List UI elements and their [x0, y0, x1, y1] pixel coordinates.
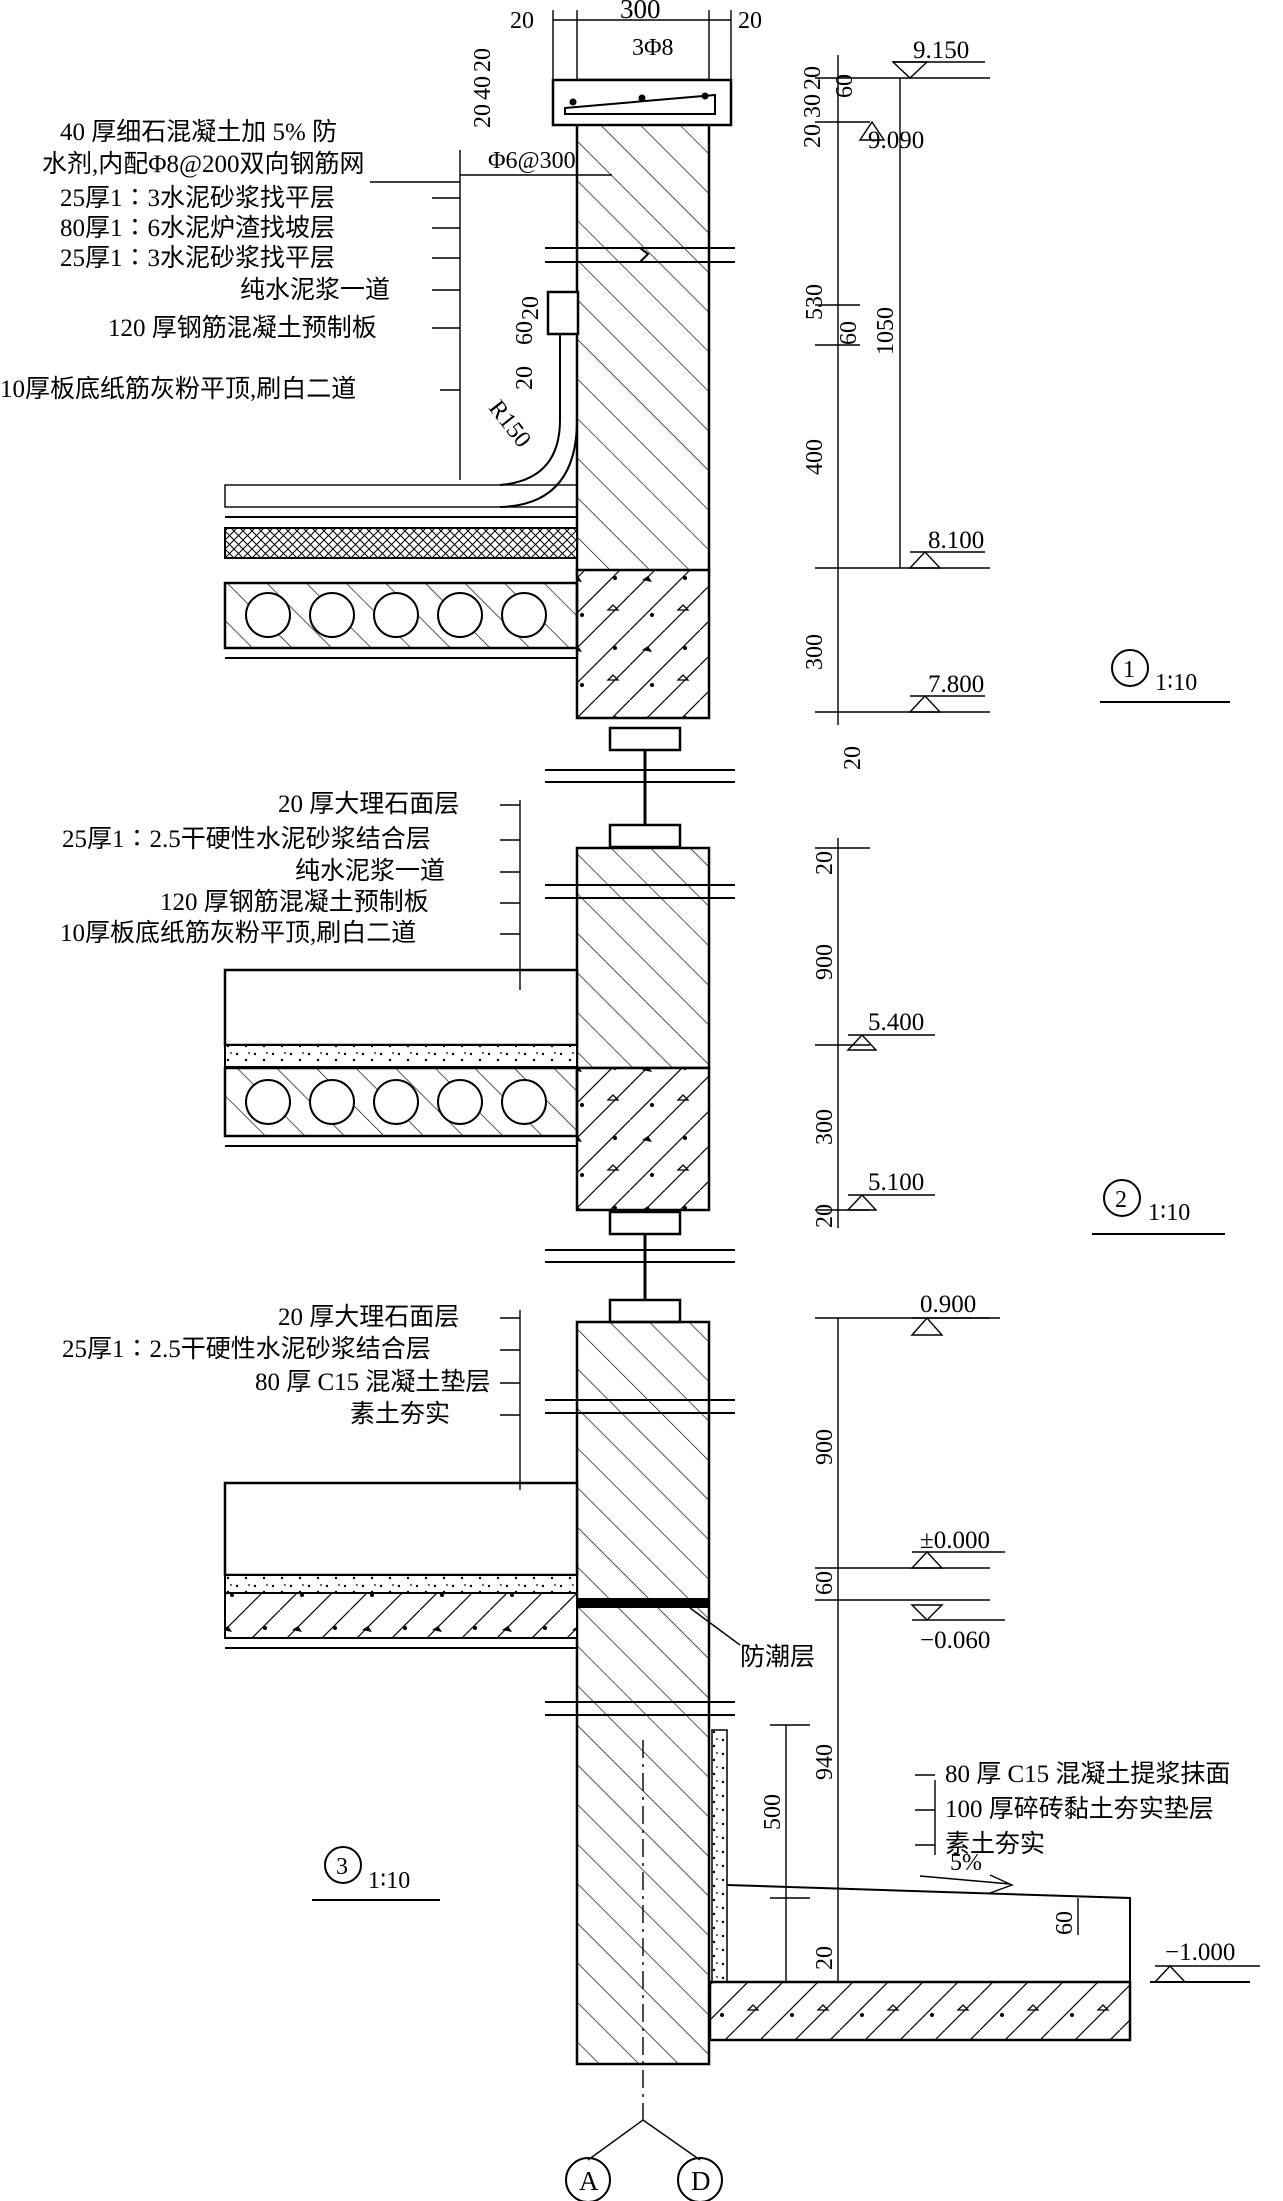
- radius-label: R150: [483, 396, 536, 453]
- dim-2-300: 300: [812, 1109, 838, 1145]
- detail-3-scale: 1∶10: [368, 1868, 410, 1894]
- callout-1-4: 80厚1∶6水泥炉渣找坡层: [60, 214, 335, 242]
- dim-1-total: 1050: [873, 307, 899, 355]
- callout-3-2: 25厚1∶2.5干硬性水泥砂浆结合层: [62, 1335, 431, 1363]
- detail-2-dimensions: 20 900 300 20 5.400 5.100 2 1∶10: [812, 838, 1225, 1235]
- callout-2-1: 20 厚大理石面层: [278, 790, 459, 818]
- dpc-label: 防潮层: [740, 1643, 815, 1671]
- dim-2-900: 900: [812, 944, 838, 980]
- apron-base: [708, 1980, 1132, 2042]
- apron-label-3: 素土夯实: [945, 1830, 1045, 1858]
- dim-1-60: 60: [836, 321, 862, 345]
- dim-1-300: 300: [802, 634, 828, 670]
- apron-dim-500: 500: [760, 1794, 786, 1830]
- elev-minus-0060: −0.060: [920, 1627, 990, 1654]
- detail-1-number: 1: [1123, 657, 1135, 683]
- axis-label-d: D: [691, 2166, 711, 2196]
- gutter-dim-3: 20: [512, 366, 538, 390]
- callout-1-8: 10厚板底纸筋灰粉平顶,刷白二道: [0, 375, 356, 403]
- elev-8100: 8.100: [928, 527, 984, 554]
- slope-label: 5%: [950, 1850, 982, 1876]
- dim-3-940: 940: [812, 1744, 838, 1780]
- elev-9150: 9.150: [913, 37, 969, 64]
- elev-7800: 7.800: [928, 671, 984, 698]
- detail-2-scale: 1∶10: [1148, 1200, 1190, 1226]
- dim-2-20b: 20: [812, 1204, 838, 1228]
- gutter-dim-1: 20: [518, 296, 544, 320]
- dim-2-20a: 20: [812, 851, 838, 875]
- detail-3-number: 3: [336, 1854, 348, 1880]
- dim-wall-width: 300: [620, 0, 661, 24]
- callout-2-5: 10厚板底纸筋灰粉平顶,刷白二道: [60, 919, 416, 947]
- apron-label-2: 100 厚碎砖黏土夯实垫层: [945, 1795, 1214, 1823]
- gutter-dim-2: 60: [512, 321, 538, 345]
- detail-2-callouts: 20 厚大理石面层 25厚1∶2.5干硬性水泥砂浆结合层 纯水泥浆一道 120 …: [60, 790, 521, 990]
- elev-5100: 5.100: [868, 1169, 924, 1196]
- callout-1-2: 水剂,内配Φ8@200双向钢筋网: [42, 150, 365, 178]
- detail-1-callouts: 40 厚细石混凝土加 5% 防 水剂,内配Φ8@200双向钢筋网 25厚1∶3水…: [0, 118, 544, 480]
- ring-beam: [575, 568, 711, 720]
- apron-dim-20: 20: [812, 1946, 838, 1970]
- dims-small-left-2: 40: [470, 76, 496, 100]
- rebar-top-label: 3Φ8: [632, 35, 674, 61]
- apron-label-1: 80 厚 C15 混凝土提浆抹面: [945, 1760, 1230, 1788]
- elev-0000: ±0.000: [920, 1527, 990, 1554]
- elev-9090: 9.090: [868, 127, 924, 154]
- parapet-coping: [551, 78, 733, 127]
- callout-2-4: 120 厚钢筋混凝土预制板: [160, 888, 429, 916]
- callout-3-4: 素土夯实: [350, 1400, 450, 1428]
- top-dimension: 20 300 20 3Φ8 Φ6@300 20 40 20: [460, 0, 762, 176]
- detail-1-dimensions: 530 60 400 300 20 1050 20 30 20 60 9.150…: [800, 37, 1230, 770]
- dim-1-530: 530: [802, 284, 828, 320]
- dims-small-left-1: 20: [470, 104, 496, 128]
- elev-5400: 5.400: [868, 1009, 924, 1036]
- dim-1-400: 400: [802, 439, 828, 475]
- detail-1-drawing: [223, 78, 735, 835]
- callout-1-1: 40 厚细石混凝土加 5% 防: [60, 118, 337, 146]
- detail-2-number: 2: [1115, 1187, 1127, 1213]
- dim-3-60: 60: [812, 1571, 838, 1595]
- damp-proof-course: [577, 1598, 709, 1608]
- detail-3-callouts: 20 厚大理石面层 25厚1∶2.5干硬性水泥砂浆结合层 80 厚 C15 混凝…: [62, 1303, 1230, 1858]
- detail-3-drawing: A D: [223, 1298, 1250, 2201]
- callout-1-3: 25厚1∶3水泥砂浆找平层: [60, 184, 335, 212]
- callout-1-5: 25厚1∶3水泥砂浆找平层: [60, 244, 335, 272]
- dim-edge-right: 20: [738, 8, 762, 34]
- axis-label-a: A: [579, 2166, 599, 2196]
- dims-small-right-2: 30: [800, 94, 826, 118]
- apron-dim-60: 60: [1052, 1911, 1078, 1935]
- dim-60-top: 60: [832, 74, 858, 98]
- detail-2-drawing: [223, 823, 735, 1310]
- elev-0900: 0.900: [920, 1291, 976, 1318]
- callout-1-7: 120 厚钢筋混凝土预制板: [108, 314, 377, 342]
- dims-small-right-3: 20: [800, 124, 826, 148]
- dims-small-left-3: 20: [470, 48, 496, 72]
- stirrup-label: Φ6@300: [488, 148, 576, 174]
- callout-3-1: 20 厚大理石面层: [278, 1303, 459, 1331]
- dims-small-right-1: 20: [800, 66, 826, 90]
- dim-3-900: 900: [812, 1429, 838, 1465]
- dim-1-20: 20: [840, 746, 866, 770]
- callout-2-3: 纯水泥浆一道: [295, 857, 445, 885]
- dim-edge-left: 20: [510, 8, 534, 34]
- callout-1-6: 纯水泥浆一道: [240, 276, 390, 304]
- callout-3-3: 80 厚 C15 混凝土垫层: [255, 1368, 490, 1396]
- elev-minus-1000: −1.000: [1165, 1939, 1235, 1966]
- callout-2-2: 25厚1∶2.5干硬性水泥砂浆结合层: [62, 825, 431, 853]
- parapet-wall: [575, 78, 711, 577]
- detail-1-scale: 1∶10: [1155, 670, 1197, 696]
- detail-3-dimensions: 900 60 940 500 20 60 5% 0.900 ±0.000 −0.…: [312, 1291, 1260, 1983]
